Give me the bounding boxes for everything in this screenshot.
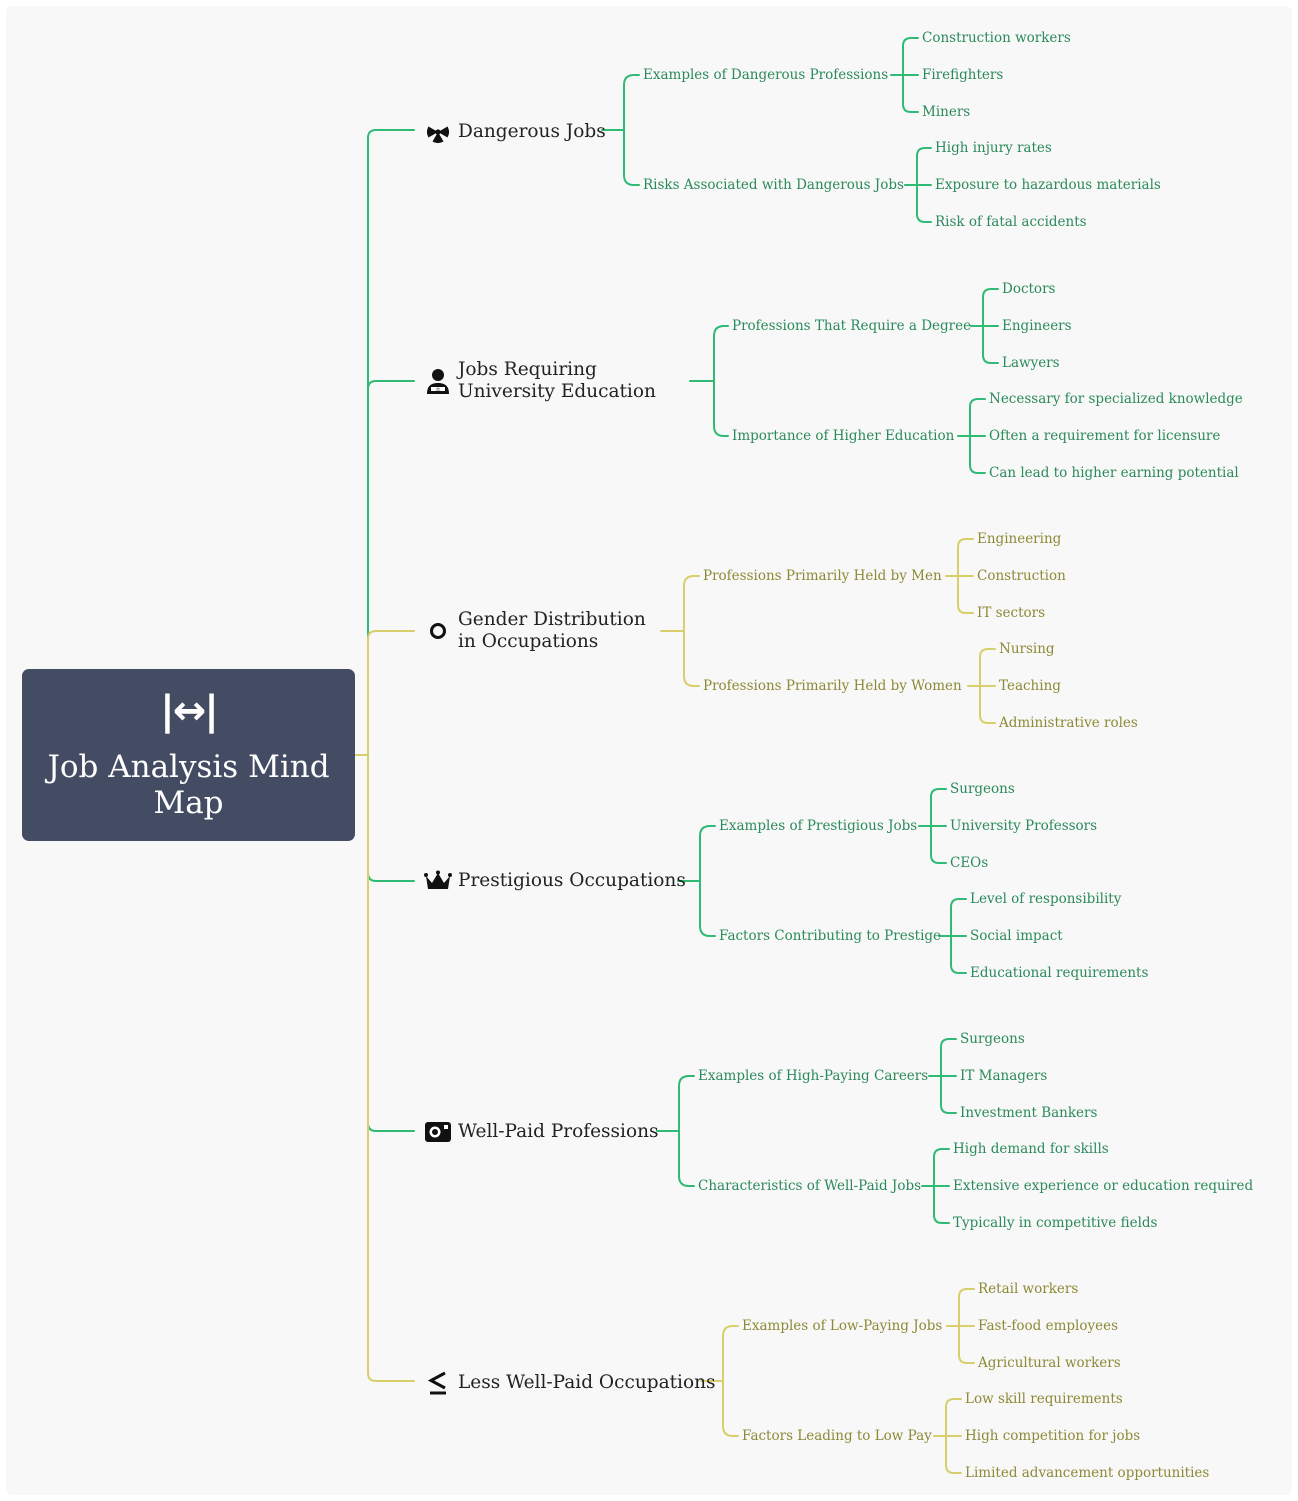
- leaf-node[interactable]: Typically in competitive fields: [953, 1215, 1158, 1231]
- leaf-node[interactable]: Administrative roles: [999, 715, 1138, 731]
- leaf-node[interactable]: Low skill requirements: [965, 1391, 1123, 1407]
- leaf-node[interactable]: IT sectors: [977, 605, 1046, 621]
- trunk-connector-1: [367, 129, 415, 756]
- branch-label: Prestigious Occupations: [458, 870, 686, 891]
- branch-label: Jobs Requiring University Education: [458, 359, 656, 402]
- leaf-node[interactable]: High injury rates: [935, 140, 1052, 156]
- leaf-node[interactable]: Agricultural workers: [978, 1355, 1121, 1371]
- less-than-equal-icon: [424, 1370, 452, 1396]
- leaf-node[interactable]: Construction: [977, 568, 1066, 584]
- branch-node[interactable]: Less Well-Paid Occupations: [424, 1370, 716, 1396]
- leaf-node[interactable]: Exposure to hazardous materials: [935, 177, 1161, 193]
- leaf-node[interactable]: Retail workers: [978, 1281, 1079, 1297]
- leaf-node[interactable]: Can lead to higher earning potential: [989, 465, 1239, 481]
- leaf-node[interactable]: University Professors: [950, 818, 1098, 834]
- branch-label: Dangerous Jobs: [458, 121, 606, 142]
- subtopic-bracket: [678, 1075, 695, 1187]
- subtopic-node[interactable]: Risks Associated with Dangerous Jobs: [643, 177, 904, 193]
- leaf-node[interactable]: Surgeons: [960, 1031, 1025, 1047]
- subtopic-node[interactable]: Examples of High-Paying Careers: [698, 1068, 929, 1084]
- graduate-user-icon: ⚖: [424, 367, 452, 395]
- subtopic-node[interactable]: Examples of Dangerous Professions: [643, 67, 889, 83]
- branch-node[interactable]: Gender Distribution in Occupations: [424, 609, 653, 653]
- leaf-node[interactable]: Miners: [922, 104, 971, 120]
- leaf-node[interactable]: Firefighters: [922, 67, 1004, 83]
- leaf-node[interactable]: Engineering: [977, 531, 1062, 547]
- circle-icon: [424, 621, 452, 641]
- subtopic-bracket: [683, 575, 700, 687]
- branch-node[interactable]: Well-Paid Professions: [424, 1120, 659, 1144]
- leaf-node[interactable]: Extensive experience or education requir…: [953, 1178, 1254, 1194]
- subtopic-node[interactable]: Professions Primarily Held by Men: [703, 568, 942, 584]
- leaf-node[interactable]: CEOs: [950, 855, 989, 871]
- branch-node[interactable]: Prestigious Occupations: [424, 870, 686, 892]
- leaf-node[interactable]: Doctors: [1002, 281, 1056, 297]
- subtopic-bracket: [713, 325, 729, 437]
- branch-label: Well-Paid Professions: [458, 1121, 659, 1142]
- subtopic-bracket: [623, 74, 640, 186]
- trunk-connector-4: [367, 754, 415, 882]
- trunk-connector-5: [367, 754, 415, 1132]
- root-node[interactable]: |↔| Job Analysis Mind Map: [22, 669, 355, 841]
- leaf-node[interactable]: Limited advancement opportunities: [965, 1465, 1210, 1481]
- left-right-arrow-bar-icon: |↔|: [160, 688, 219, 734]
- branch-node[interactable]: ⚖ Jobs Requiring University Education: [424, 359, 682, 403]
- subtopic-bracket: [699, 825, 716, 937]
- leaf-node[interactable]: Nursing: [999, 641, 1055, 657]
- leaf-node[interactable]: Necessary for specialized knowledge: [989, 391, 1243, 407]
- subtopic-node[interactable]: Examples of Prestigious Jobs: [719, 818, 918, 834]
- leaf-node[interactable]: Lawyers: [1002, 355, 1060, 371]
- root-title: Job Analysis Mind Map: [47, 749, 330, 821]
- trunk-connector-3: [367, 630, 415, 756]
- leaf-node[interactable]: Fast-food employees: [978, 1318, 1119, 1334]
- crown-icon: [424, 870, 452, 892]
- subtopic-node[interactable]: Characteristics of Well-Paid Jobs: [698, 1178, 922, 1194]
- leaf-node[interactable]: Investment Bankers: [960, 1105, 1098, 1121]
- leaf-node[interactable]: Often a requirement for licensure: [989, 428, 1221, 444]
- subtopic-node[interactable]: Importance of Higher Education: [732, 428, 955, 444]
- radiation-icon: [424, 119, 452, 145]
- leaf-node[interactable]: High competition for jobs: [965, 1428, 1141, 1444]
- subtopic-node[interactable]: Professions Primarily Held by Women: [703, 678, 962, 694]
- leaf-node[interactable]: Social impact: [970, 928, 1063, 944]
- branch-label: Gender Distribution in Occupations: [458, 609, 646, 652]
- leaf-node[interactable]: Level of responsibility: [970, 891, 1122, 907]
- subtopic-node[interactable]: Examples of Low-Paying Jobs: [742, 1318, 943, 1334]
- leaf-node[interactable]: High demand for skills: [953, 1141, 1109, 1157]
- leaf-node[interactable]: Construction workers: [922, 30, 1071, 46]
- leaf-node[interactable]: Teaching: [999, 678, 1061, 694]
- leaf-node[interactable]: Surgeons: [950, 781, 1015, 797]
- leaf-node[interactable]: Educational requirements: [970, 965, 1149, 981]
- svg-text:⚖: ⚖: [436, 387, 440, 393]
- subtopic-node[interactable]: Factors Contributing to Prestige: [719, 928, 942, 944]
- leaf-node[interactable]: Engineers: [1002, 318, 1072, 334]
- branch-node[interactable]: Dangerous Jobs: [424, 119, 606, 145]
- branch-label: Less Well-Paid Occupations: [458, 1372, 716, 1393]
- trunk-connector-2: [367, 380, 415, 756]
- money-bill-icon: [424, 1120, 452, 1144]
- leaf-node[interactable]: IT Managers: [960, 1068, 1048, 1084]
- trunk-connector-6: [367, 754, 415, 1382]
- subtopic-node[interactable]: Factors Leading to Low Pay: [742, 1428, 932, 1444]
- leaf-node[interactable]: Risk of fatal accidents: [935, 214, 1087, 230]
- subtopic-node[interactable]: Professions That Require a Degree: [732, 318, 972, 334]
- subtopic-bracket: [722, 1325, 739, 1437]
